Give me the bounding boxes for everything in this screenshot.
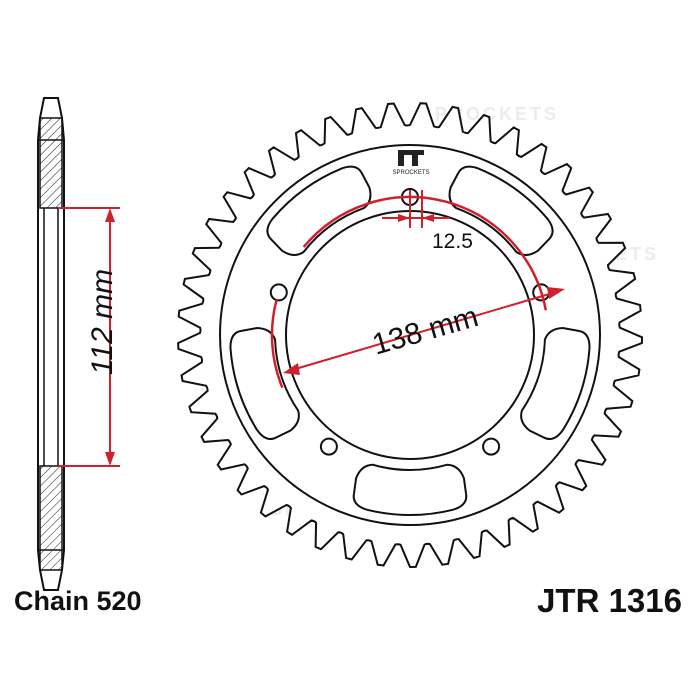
side-profile-hatch-top (39, 117, 63, 209)
lightening-window (229, 326, 300, 440)
pcd-arrow-left (283, 363, 300, 375)
pcd-arrow-right (547, 287, 565, 299)
lightening-window (520, 326, 591, 440)
pcd-arc-lower (270, 299, 284, 389)
bolt-dimension (382, 190, 450, 228)
pcd-arc-upper (302, 195, 548, 311)
root-circle (219, 144, 601, 526)
lightening-window (448, 165, 554, 256)
side-profile-hatch-bottom (39, 465, 63, 571)
bolt-hole (269, 283, 288, 302)
lightening-window (266, 165, 372, 256)
pcd-dimension-line (291, 291, 557, 371)
side-profile (37, 97, 65, 591)
lightening-window (352, 463, 468, 516)
jt-logo: SPROCKETS (392, 150, 430, 176)
bolt-hole (482, 437, 501, 456)
height-arrow-bottom (105, 452, 115, 466)
jt-logo-mark (398, 150, 424, 166)
bolt-arrow-left (398, 214, 410, 222)
height-arrow-top (105, 208, 115, 222)
jt-logo-text: SPROCKETS (392, 170, 429, 176)
height-dimension (58, 207, 120, 467)
lightening-windows (229, 165, 591, 516)
bolt-arrow-right (422, 214, 434, 222)
bolt-dimension-label: 12.5 (432, 230, 473, 253)
bolt-hole (319, 437, 338, 456)
chain-size-label: Chain 520 (14, 586, 142, 616)
height-dimension-label: 112 mm (86, 269, 119, 375)
part-number-label: JTR 1316 (537, 582, 682, 619)
pcd-dimension (270, 195, 565, 389)
